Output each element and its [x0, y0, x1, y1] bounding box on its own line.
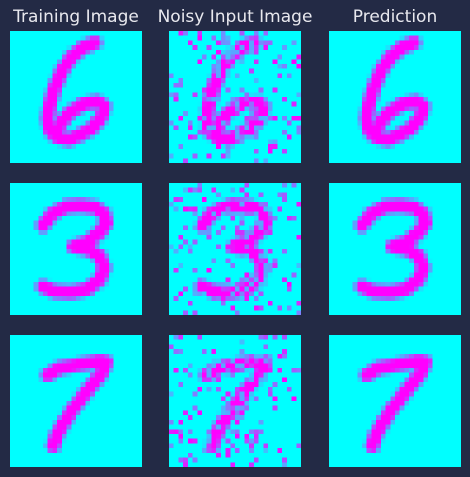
column-title-noisy-input: Noisy Input Image	[157, 7, 313, 27]
prediction-image-digit-3	[329, 183, 461, 315]
training-image-digit-7	[10, 335, 142, 467]
noisy-input-image-digit-7	[169, 335, 301, 467]
column-title-training: Training Image	[13, 7, 139, 27]
noisy-input-image-digit-3	[169, 183, 301, 315]
training-image-digit-6	[10, 31, 142, 163]
column-title-prediction: Prediction	[352, 7, 438, 27]
noisy-input-image-digit-6	[169, 31, 301, 163]
prediction-image-digit-7	[329, 335, 461, 467]
training-image-digit-3	[10, 183, 142, 315]
prediction-image-digit-6	[329, 31, 461, 163]
